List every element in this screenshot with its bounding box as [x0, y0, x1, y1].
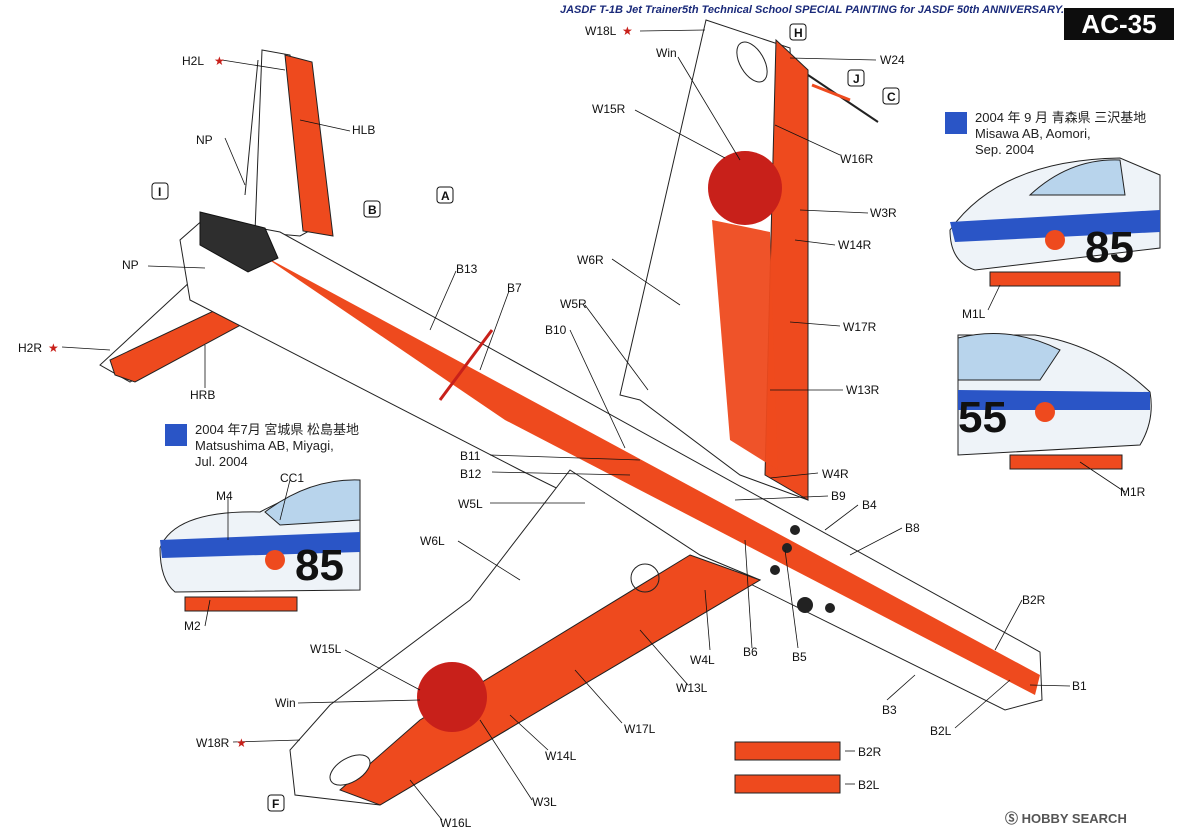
box-B: B — [368, 203, 377, 217]
box-J: J — [853, 72, 860, 86]
blue-square-marker — [945, 112, 967, 134]
callout-W18R: W18R — [196, 736, 230, 750]
box-H: H — [794, 26, 803, 40]
callout-W17R: W17R — [843, 320, 877, 334]
wing-roundel-top — [708, 151, 782, 225]
callout-HRB: HRB — [190, 388, 215, 402]
nose-number-misawa-left: 55 — [958, 393, 1007, 442]
note-matsushima-line2: Matsushima AB, Miyagi, — [195, 438, 334, 453]
callout-W3L: W3L — [532, 795, 557, 809]
star-markers: ★ ★ ★ ★ — [48, 24, 633, 750]
callout-W13R: W13R — [846, 383, 880, 397]
left-stabilizer — [244, 49, 334, 237]
callout-labels: W18L Win W15R W16R W3R W14R W6R W5R W17R… — [18, 24, 1146, 830]
svg-text:★: ★ — [214, 54, 225, 68]
wing-roundel-bottom — [417, 662, 487, 732]
callout-CC1: CC1 — [280, 471, 304, 485]
callout-Win-top: Win — [656, 46, 677, 60]
callout-M4: M4 — [216, 489, 233, 503]
callout-M1R: M1R — [1120, 485, 1146, 499]
callout-W6R: W6R — [577, 253, 604, 267]
callout-H2R: H2R — [18, 341, 42, 355]
callout-M1L: M1L — [962, 307, 986, 321]
callout-strip-B2R: B2R — [858, 745, 882, 759]
callout-W3R: W3R — [870, 206, 897, 220]
callout-W16R: W16R — [840, 152, 874, 166]
callout-B5: B5 — [792, 650, 807, 664]
blue-square-marker — [165, 424, 187, 446]
callout-B4: B4 — [862, 498, 877, 512]
left-wing-lower — [289, 469, 762, 806]
callout-B11: B11 — [460, 449, 481, 463]
callout-B2R: B2R — [1022, 593, 1046, 607]
decal-sheet-code: AC-35 — [1064, 8, 1174, 40]
nose-number-misawa-right: 85 — [1085, 223, 1134, 272]
callout-W4L: W4L — [690, 653, 715, 667]
callout-W24: W24 — [880, 53, 905, 67]
page-header-title: JASDF T-1B Jet Trainer5th Technical Scho… — [560, 4, 1065, 16]
callout-M2: M2 — [184, 619, 201, 633]
nose-profile-matsushima — [159, 479, 361, 612]
callout-W14R: W14R — [838, 238, 872, 252]
callout-HLB: HLB — [352, 123, 375, 137]
callout-B3: B3 — [882, 703, 897, 717]
svg-text:★: ★ — [236, 736, 247, 750]
watermark: Ⓢ HOBBY SEARCH — [1005, 811, 1127, 826]
callout-NP1: NP — [196, 133, 213, 147]
callout-W16L: W16L — [440, 816, 472, 830]
callout-B6: B6 — [743, 645, 758, 659]
callout-B8: B8 — [905, 521, 920, 535]
callout-H2L: H2L — [182, 54, 204, 68]
svg-text:★: ★ — [48, 341, 59, 355]
callout-B2L: B2L — [930, 724, 952, 738]
nose-profile-misawa-left — [957, 333, 1152, 470]
callout-W14L: W14L — [545, 749, 577, 763]
callout-B1: B1 — [1072, 679, 1087, 693]
callout-B12: B12 — [460, 467, 482, 481]
box-I: I — [158, 185, 161, 199]
note-matsushima-line1: 2004 年7月 宮城県 松島基地 — [195, 422, 359, 437]
note-matsushima: 2004 年7月 宮城県 松島基地 Matsushima AB, Miyagi,… — [165, 422, 359, 470]
box-C: C — [887, 90, 896, 104]
note-misawa-line1: 2004 年 9 月 青森県 三沢基地 — [975, 110, 1147, 125]
right-wing-upper — [619, 19, 879, 501]
svg-text:★: ★ — [622, 24, 633, 38]
callout-B10: B10 — [545, 323, 567, 337]
box-F: F — [272, 797, 279, 811]
callout-W4R: W4R — [822, 467, 849, 481]
nose-number-matsushima: 85 — [295, 541, 344, 590]
callout-W15R: W15R — [592, 102, 626, 116]
box-markers: H J C I B A F — [151, 23, 900, 812]
box-A: A — [441, 189, 450, 203]
callout-B7: B7 — [507, 281, 522, 295]
callout-W18L: W18L — [585, 24, 617, 38]
callout-W5L: W5L — [458, 497, 483, 511]
callout-B13: B13 — [456, 262, 478, 276]
callout-W13L: W13L — [676, 681, 708, 695]
callout-W17L: W17L — [624, 722, 656, 736]
callout-Win-bottom: Win — [275, 696, 296, 710]
strip-decals — [734, 741, 841, 794]
note-misawa-line2: Misawa AB, Aomori, — [975, 126, 1091, 141]
callout-W6L: W6L — [420, 534, 445, 548]
note-matsushima-line3: Jul. 2004 — [195, 454, 248, 469]
note-misawa: 2004 年 9 月 青森県 三沢基地 Misawa AB, Aomori, S… — [945, 110, 1147, 158]
callout-strip-B2L: B2L — [858, 778, 880, 792]
callout-W5R: W5R — [560, 297, 587, 311]
note-misawa-line3: Sep. 2004 — [975, 142, 1035, 157]
callout-B9: B9 — [831, 489, 846, 503]
fuselage — [179, 211, 1043, 711]
callout-W15L: W15L — [310, 642, 342, 656]
nose-profile-misawa-right — [949, 157, 1161, 287]
leader-lines — [61, 29, 1126, 821]
callout-NP2: NP — [122, 258, 139, 272]
